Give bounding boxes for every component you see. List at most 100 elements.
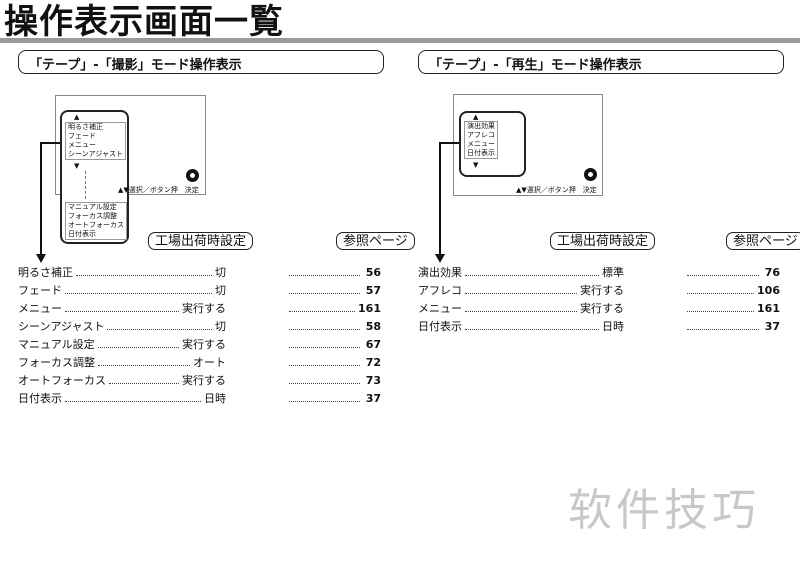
down-triangle-icon: ▼ [74, 162, 80, 170]
setting-row: メニュー 実行する [18, 299, 226, 317]
page-ref-row: 58 [286, 317, 381, 335]
menu-item: フェード [68, 132, 96, 140]
page-ref-row: 57 [286, 281, 381, 299]
page-number: 161 [757, 301, 780, 315]
dot-leader [289, 310, 356, 312]
setting-value: オート [193, 356, 226, 369]
setting-value: 日時 [602, 320, 624, 333]
reference-page-label: 参照ページ [336, 232, 415, 250]
down-triangle-icon: ▼ [473, 161, 479, 169]
setting-row: メニュー実行する [418, 299, 624, 317]
setting-name: 明るさ補正 [18, 266, 73, 279]
dot-leader [687, 310, 755, 312]
menu-item: アフレコ [467, 131, 495, 139]
dot-leader [687, 292, 755, 294]
right-section-heading: 「テープ」-「再生」モード操作表示 [418, 50, 784, 74]
connector-line [439, 142, 459, 144]
setting-value: 日時 [204, 392, 226, 405]
page-ref-row: 73 [286, 371, 381, 389]
menu-item: 日付表示 [467, 149, 495, 157]
menu-item: オートフォーカス [68, 221, 124, 229]
setting-value: 実行する [580, 302, 624, 315]
page-ref-row: 72 [286, 353, 381, 371]
setting-name: メニュー [18, 302, 62, 315]
dot-leader [65, 292, 212, 294]
up-triangle-icon: ▲ [74, 113, 80, 121]
page-number: 76 [764, 265, 780, 279]
page-number: 57 [365, 283, 381, 297]
page-ref-row: 37 [286, 389, 381, 407]
dashed-connector [85, 171, 86, 199]
setting-value: 切 [215, 284, 226, 297]
setting-row: オートフォーカス実行する [18, 371, 226, 389]
setting-name: アフレコ [418, 284, 462, 297]
dot-leader [465, 328, 599, 330]
page-number: 73 [365, 373, 381, 387]
dot-leader [109, 382, 179, 384]
page-number: 56 [365, 265, 381, 279]
setting-row: 日付表示 日時 [18, 389, 226, 407]
setting-name: 演出効果 [418, 266, 462, 279]
page-ref-row: 56 [286, 263, 381, 281]
setting-value: 実行する [580, 284, 624, 297]
factory-setting-label: 工場出荷時設定 [148, 232, 254, 250]
dot-leader [687, 328, 759, 330]
dot-leader [289, 292, 360, 294]
operation-hint: ▲▼選択／ボタン押 決定 [118, 186, 199, 194]
setting-row: シーンアジャスト切 [18, 317, 226, 335]
dot-leader [289, 328, 360, 330]
up-triangle-icon: ▲ [473, 113, 479, 121]
menu-item: 日付表示 [68, 230, 96, 238]
page-title: 操作表示画面一覧 [4, 2, 284, 42]
page-ref-row: 67 [286, 335, 381, 353]
page-number: 72 [365, 355, 381, 369]
dpad-icon [186, 169, 199, 182]
setting-value: 切 [215, 266, 226, 279]
page-number: 106 [757, 283, 780, 297]
page-ref-row: 161 [286, 299, 381, 317]
dot-leader [107, 328, 212, 330]
page-number: 161 [358, 301, 381, 315]
page-number: 58 [365, 319, 381, 333]
operation-hint: ▲▼選択／ボタン押 決定 [516, 186, 597, 194]
setting-row: 明るさ補正 切 [18, 263, 226, 281]
menu-item: メニュー [467, 140, 495, 148]
down-arrow-icon [435, 254, 445, 263]
page-number: 67 [365, 337, 381, 351]
left-menu-list: 明るさ補正 フェード メニュー シーンアジャスト [65, 122, 127, 160]
dot-leader [289, 400, 360, 402]
page-number: 37 [365, 391, 381, 405]
dot-leader [76, 274, 212, 276]
setting-name: フォーカス調整 [18, 356, 95, 369]
dpad-icon [584, 168, 597, 181]
setting-value: 実行する [182, 302, 226, 315]
page-ref-row: 106 [684, 281, 780, 299]
dot-leader [65, 310, 179, 312]
setting-row: 日付表示 日時 [418, 317, 624, 335]
page-ref-row: 76 [684, 263, 780, 281]
dot-leader [465, 292, 577, 294]
menu-item: メニュー [68, 141, 96, 149]
setting-name: シーンアジャスト [18, 320, 105, 333]
setting-value: 実行する [182, 338, 226, 351]
setting-name: 日付表示 [418, 320, 462, 333]
dot-leader [289, 274, 360, 276]
setting-name: 日付表示 [18, 392, 62, 405]
connector-line [40, 142, 42, 254]
menu-item: フォーカス調整 [68, 212, 117, 220]
dot-leader [465, 310, 577, 312]
menu-item: 演出効果 [467, 122, 495, 130]
connector-line [439, 142, 441, 254]
menu-item: マニュアル設定 [68, 203, 117, 211]
watermark: 软件技巧 [568, 485, 760, 536]
setting-name: オートフォーカス [18, 374, 106, 387]
setting-row: 演出効果標準 [418, 263, 624, 281]
left-section-heading: 「テープ」-「撮影」モード操作表示 [18, 50, 384, 74]
dot-leader [465, 274, 599, 276]
dot-leader [687, 274, 759, 276]
page-number: 37 [764, 319, 780, 333]
connector-line [40, 142, 60, 144]
right-menu-list: 演出効果 アフレコ メニュー 日付表示 [464, 121, 498, 159]
setting-name: フェード [18, 284, 62, 297]
page-ref-row: 37 [684, 317, 780, 335]
